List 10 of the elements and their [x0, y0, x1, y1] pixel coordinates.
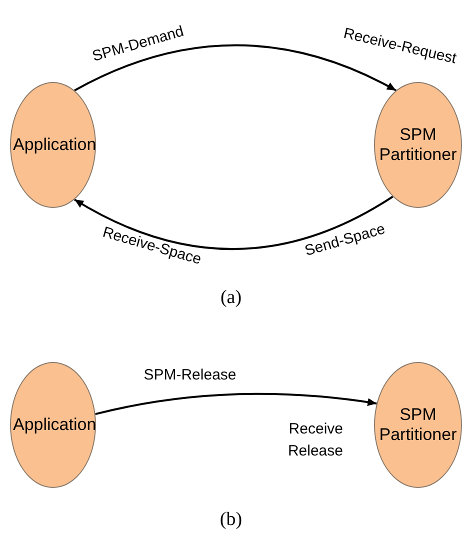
- panel-caption: (a): [220, 287, 242, 309]
- panel-caption: (b): [220, 509, 242, 531]
- message-label: Receive Release: [286, 419, 343, 461]
- node-label: Application: [13, 414, 93, 436]
- node-label: SPM Partitioner: [378, 404, 458, 446]
- curved-arrow: [74, 44, 396, 92]
- curved-arrow: [74, 196, 394, 250]
- node-label: Application: [13, 134, 93, 156]
- node-label: SPM Partitioner: [378, 124, 458, 166]
- curved-arrow: [95, 392, 377, 416]
